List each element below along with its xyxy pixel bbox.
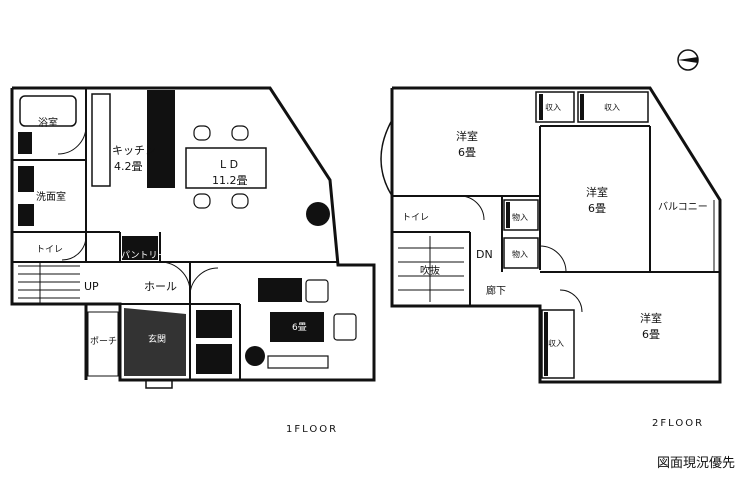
stair-label-dn: DN <box>476 248 493 261</box>
room-label-corridor: 廊下 <box>486 284 506 297</box>
stair-label-up: UP <box>84 280 99 293</box>
floor-1-title: 1FLOOR <box>286 424 338 435</box>
room-size-ld: 11.2畳 <box>212 174 248 187</box>
room-label-entrance: 玄関 <box>148 333 166 345</box>
floor-2-title: 2FLOOR <box>652 418 704 429</box>
room-label-washroom: 洗面室 <box>36 190 66 203</box>
room-label-bath: 浴室 <box>38 116 58 129</box>
room-label-balcony: バルコニー <box>658 201 708 213</box>
floor-1-fills <box>18 90 324 376</box>
closet-label-5: 収入 <box>548 338 564 348</box>
floor-1-plan <box>10 86 376 389</box>
room-label-toilet-2f: トイレ <box>402 213 429 223</box>
closet-label-3: 物入 <box>512 212 528 222</box>
closet-label-2: 収入 <box>604 102 620 112</box>
room-label-toilet-1f: トイレ <box>36 245 63 255</box>
closet-label-1: 収入 <box>545 102 561 112</box>
room-label-ld: L D <box>220 158 238 171</box>
room-label-a: 洋室 <box>456 129 478 143</box>
room-label-ld-extra: 6畳 <box>292 322 307 333</box>
compass-north-icon <box>677 49 699 71</box>
room-label-pantry: パントリー <box>121 250 166 261</box>
room-label-hall: ホール <box>144 280 177 293</box>
floor-2-plan <box>380 86 722 384</box>
room-label-b: 洋室 <box>586 185 608 199</box>
room-label-void: 吹抜 <box>420 264 440 277</box>
disclaimer-note: 図面現況優先 <box>656 456 735 471</box>
floor-1-plants <box>245 202 330 366</box>
room-size-kitchen: 4.2畳 <box>114 160 143 173</box>
room-label-porch: ポーチ <box>90 336 117 347</box>
closet-label-4: 物入 <box>512 249 528 259</box>
room-label-c: 洋室 <box>640 311 662 325</box>
floor-2-fills <box>506 94 584 376</box>
room-label-kitchen: キッチン <box>112 144 156 157</box>
room-size-c: 6畳 <box>642 328 660 341</box>
room-size-b: 6畳 <box>588 202 606 215</box>
room-size-a: 6畳 <box>458 146 476 159</box>
